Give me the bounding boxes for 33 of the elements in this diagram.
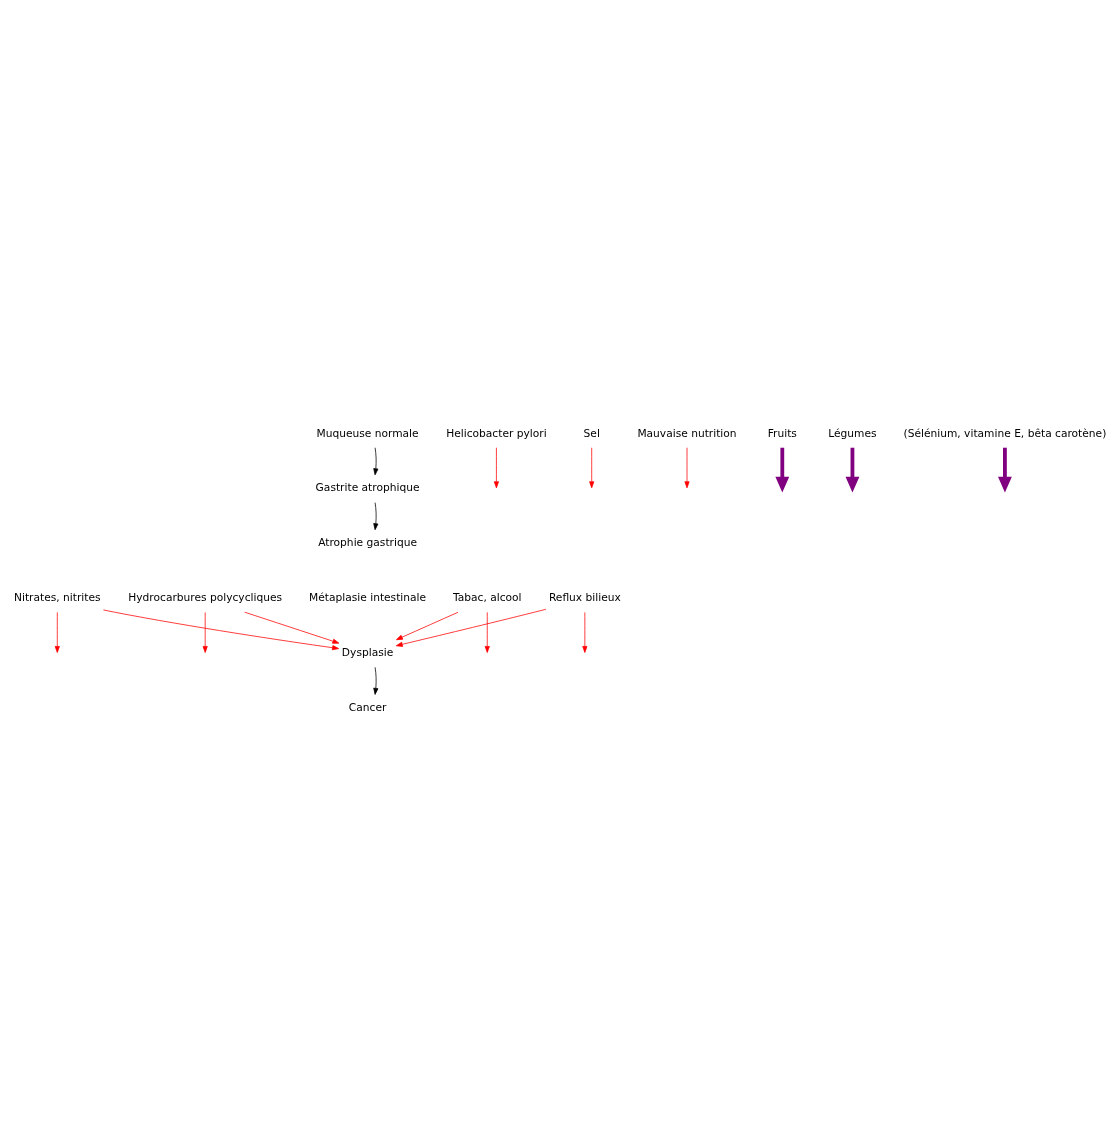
arrow bbox=[998, 447, 1012, 493]
node-text: Reflux bilieux bbox=[548, 590, 621, 604]
node-text: Fruits bbox=[767, 426, 797, 440]
arrow bbox=[373, 501, 379, 530]
arrow bbox=[589, 446, 595, 488]
arrow bbox=[103, 609, 339, 650]
node-text: Atrophie gastrique bbox=[318, 535, 417, 549]
arrow bbox=[373, 446, 379, 475]
arrow bbox=[775, 447, 790, 493]
arrow bbox=[493, 446, 499, 488]
arrow bbox=[54, 611, 60, 653]
node-text: (Sélénium, vitamine E, bêta carotène) bbox=[903, 426, 1107, 440]
node-text: Muqueuse normale bbox=[316, 426, 419, 440]
node-text: Nitrates, nitrites bbox=[13, 590, 101, 604]
arrow bbox=[373, 666, 379, 695]
arrow bbox=[395, 611, 459, 640]
node-text: Sel bbox=[583, 426, 600, 440]
node-text: Légumes bbox=[828, 426, 877, 440]
arrow bbox=[202, 611, 208, 653]
node-text: Helicobacter pylori bbox=[446, 426, 547, 440]
node-text: Hydrocarbures polycycliques bbox=[128, 590, 283, 604]
node-text: Cancer bbox=[348, 700, 387, 714]
arrow bbox=[244, 611, 340, 644]
arrow bbox=[582, 611, 588, 653]
node-text: Mauvaise nutrition bbox=[637, 426, 737, 440]
node-text: Tabac, alcool bbox=[452, 590, 522, 604]
arrow bbox=[484, 611, 490, 653]
node-text: Métaplasie intestinale bbox=[309, 590, 427, 604]
arrow bbox=[684, 446, 690, 488]
arrow bbox=[845, 447, 860, 493]
node-text: Gastrite atrophique bbox=[315, 480, 420, 494]
node-text: Dysplasie bbox=[341, 645, 394, 659]
arrow bbox=[395, 608, 547, 647]
